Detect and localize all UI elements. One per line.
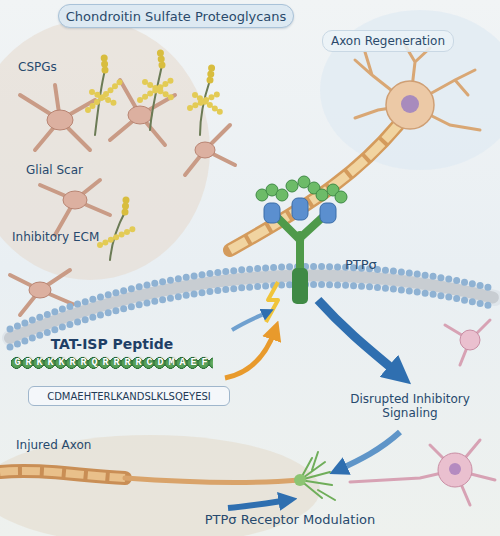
nucleus	[449, 463, 461, 475]
lightning	[266, 282, 278, 322]
structure-label: Glial Scar	[26, 163, 106, 177]
cspg-chains	[88, 50, 222, 260]
structure-label: Inhibitory ECM	[12, 230, 122, 244]
target-body	[438, 453, 472, 487]
side-body	[460, 330, 480, 350]
signal-arrow	[318, 300, 400, 375]
regrowing-axon	[125, 478, 300, 483]
modulation-arrow	[228, 500, 288, 508]
header-pill: Axon Regeneration	[322, 30, 454, 52]
structure-label: Injured Axon	[16, 438, 116, 452]
myelin	[230, 125, 398, 250]
receptor-label: PTPσ	[345, 258, 395, 272]
growth-cone	[300, 452, 335, 500]
signal-arrow	[338, 432, 400, 470]
ptp-receptor	[256, 176, 347, 304]
node-text: Axon Regeneration	[331, 34, 445, 48]
process-label: Disrupted Inhibitory Signaling	[345, 392, 475, 420]
glial-bodies	[29, 106, 215, 298]
side-neuron	[445, 320, 490, 365]
neuron-dendrites	[355, 45, 480, 130]
myelin	[0, 471, 125, 478]
cell-body	[386, 81, 434, 129]
node-text: TAT-ISP Peptide	[51, 336, 174, 352]
structure-label: CSPGs	[18, 60, 78, 74]
growth-cone-core	[294, 474, 306, 486]
sequence-box: CDMAEHTERLKANDSLKLSQEYESI	[28, 386, 230, 406]
peptide-chain: TAT-ISP PeptideGRKKKRRQRRRRCDMAEF	[6, 336, 218, 376]
node-text: CDMAEHTERLKANDSLKLSQEYESI	[47, 391, 211, 402]
nucleus	[401, 95, 419, 113]
sky-wash	[320, 10, 500, 170]
node-text: Chondroitin Sulfate Proteoglycans	[66, 9, 287, 24]
axon	[230, 125, 398, 250]
node-subtext: GRKKKRRQRRRRCDMAEF	[11, 355, 212, 371]
target-neuron	[350, 440, 495, 505]
process-label: PTPσ Receptor Modulation	[190, 513, 390, 527]
cell-membrane	[10, 267, 495, 348]
header-pill: Chondroitin Sulfate Proteoglycans	[58, 4, 294, 28]
binding-arrow	[225, 330, 275, 378]
entry-arrow	[232, 312, 268, 330]
injured-axon	[0, 471, 125, 478]
